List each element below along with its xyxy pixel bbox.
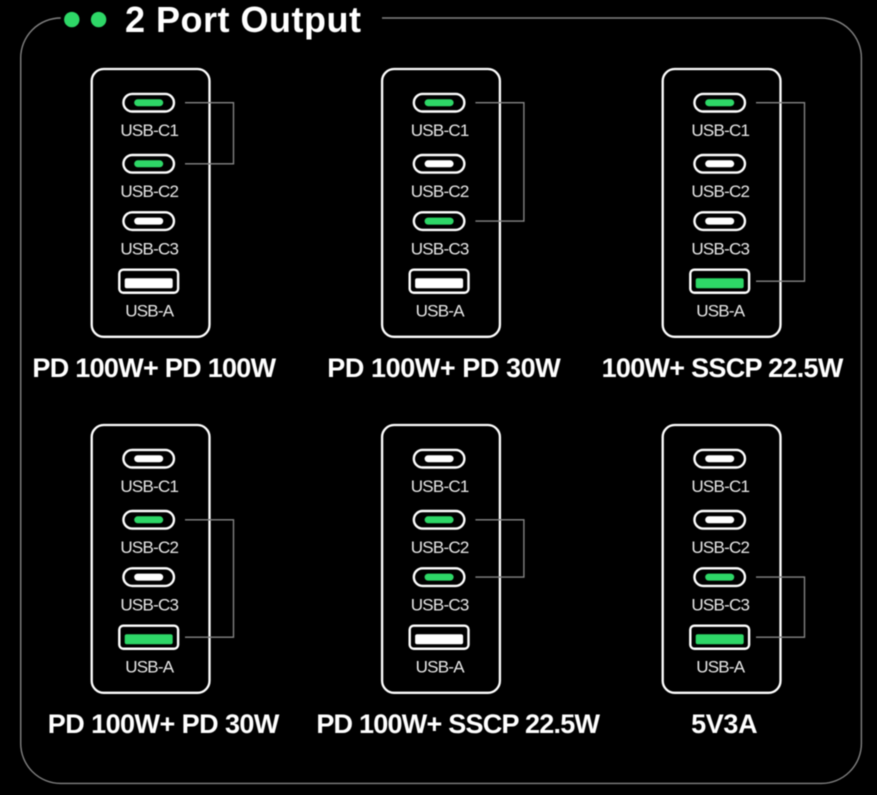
svg-text:USB-C2: USB-C2 [411,182,469,201]
svg-text:USB-C1: USB-C1 [411,121,469,140]
svg-text:USB-C1: USB-C1 [120,121,178,140]
svg-text:USB-A: USB-A [125,658,175,677]
svg-text:PD 100W+ PD 100W: PD 100W+ PD 100W [32,353,276,383]
svg-text:USB-A: USB-A [696,658,746,677]
svg-text:PD 100W+ PD 30W: PD 100W+ PD 30W [327,353,561,383]
svg-text:USB-C3: USB-C3 [120,239,178,258]
svg-text:USB-A: USB-A [416,302,466,321]
svg-text:5V3A: 5V3A [691,709,757,739]
svg-text:USB-C1: USB-C1 [691,477,749,496]
svg-text:USB-C2: USB-C2 [120,182,178,201]
svg-text:USB-A: USB-A [125,302,175,321]
svg-text:USB-C3: USB-C3 [120,595,178,614]
svg-text:PD 100W+ SSCP 22.5W: PD 100W+ SSCP 22.5W [316,709,600,739]
svg-text:USB-C2: USB-C2 [120,538,178,557]
svg-text:USB-C1: USB-C1 [691,121,749,140]
svg-text:USB-C3: USB-C3 [411,239,469,258]
svg-text:PD 100W+ PD 30W: PD 100W+ PD 30W [48,709,280,739]
svg-text:USB-C3: USB-C3 [691,239,749,258]
svg-text:USB-C3: USB-C3 [691,595,749,614]
svg-text:USB-C1: USB-C1 [120,477,178,496]
svg-text:USB-A: USB-A [416,658,466,677]
svg-text:USB-C2: USB-C2 [691,538,749,557]
svg-text:2 Port Output: 2 Port Output [125,0,361,40]
svg-text:USB-C2: USB-C2 [411,538,469,557]
svg-text:USB-C2: USB-C2 [691,182,749,201]
svg-text:USB-C1: USB-C1 [411,477,469,496]
svg-text:100W+ SSCP 22.5W: 100W+ SSCP 22.5W [602,353,844,383]
svg-text:USB-A: USB-A [696,302,746,321]
svg-text:USB-C3: USB-C3 [411,595,469,614]
